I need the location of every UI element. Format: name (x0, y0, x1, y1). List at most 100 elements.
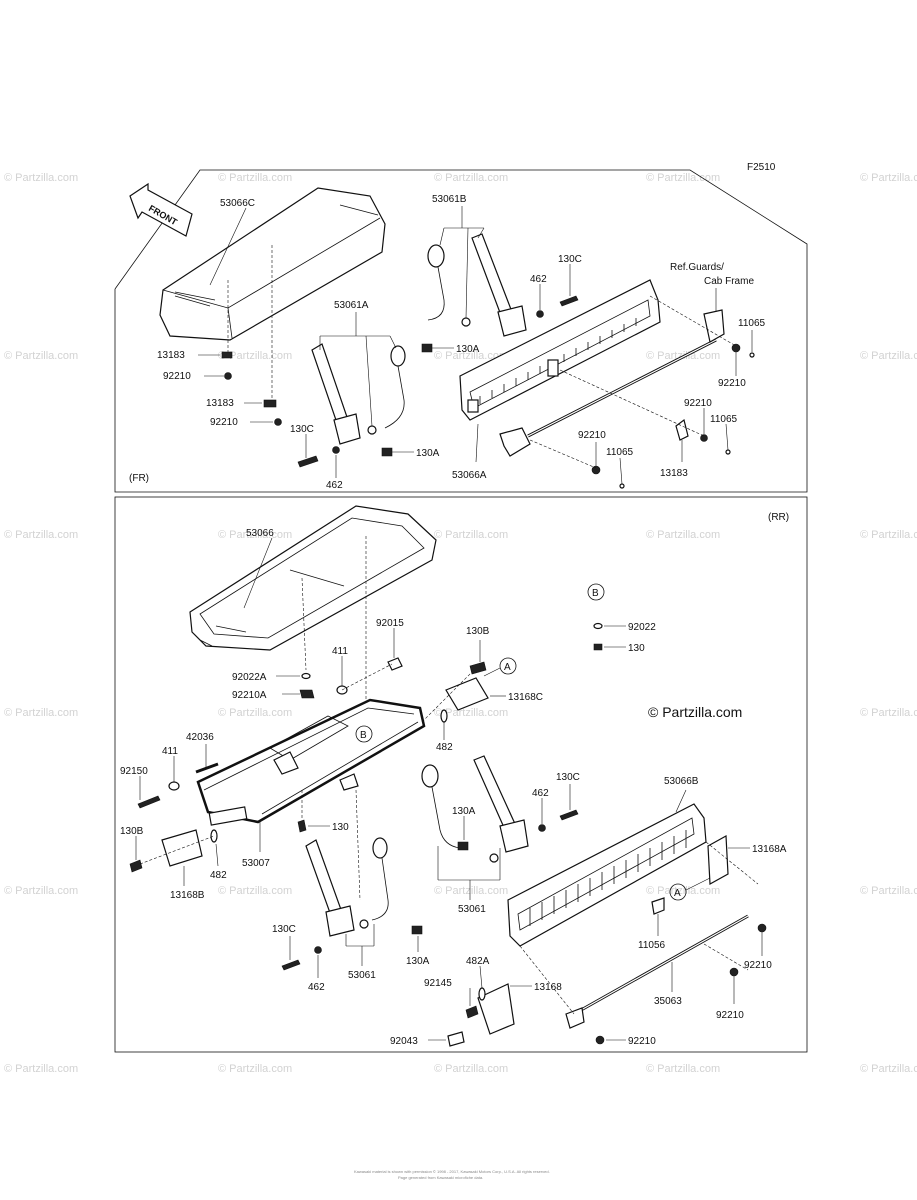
washer-462 (536, 310, 544, 318)
part-label: 130B (120, 826, 144, 837)
bolt-130A (381, 447, 393, 457)
seat-frame (196, 698, 426, 826)
front-seat-cushion (159, 187, 386, 341)
part-label: 92210 (684, 398, 712, 409)
part-label: 92145 (424, 978, 452, 989)
bracket-13168B (161, 829, 203, 867)
front-section-label: (FR) (129, 473, 149, 484)
watermark: © Partzilla.com (646, 885, 720, 897)
washer-462 (314, 946, 322, 954)
seat-belt-53061-lower (305, 837, 389, 937)
part-label: 92043 (390, 1036, 418, 1047)
collar-482 (440, 709, 448, 723)
callout-a: A (504, 662, 511, 673)
part-label: 92015 (376, 618, 404, 629)
rear-backrest-panel (507, 803, 707, 947)
part-label: 92210 (210, 417, 238, 428)
watermark: © Partzilla.com (218, 529, 292, 541)
part-label: 13168B (170, 890, 205, 901)
washer-92022 (593, 622, 603, 630)
part-label: 11065 (710, 414, 738, 425)
part-label: 130A (406, 956, 430, 967)
part-label: 462 (326, 480, 343, 491)
callout-b: B (592, 588, 599, 599)
front-section-frame (114, 169, 808, 493)
part-label: 53066B (664, 776, 699, 787)
part-label: 462 (532, 788, 549, 799)
watermark: © Partzilla.com (218, 172, 292, 184)
part-label: 92150 (120, 766, 148, 777)
watermark: © Partzilla.com (434, 1063, 508, 1075)
part-label: 42036 (186, 732, 214, 743)
copyright-line: Page generated from Kawasaki microfiche … (398, 1175, 483, 1180)
watermark: © Partzilla.com (4, 172, 78, 184)
nut-92210 (757, 923, 767, 933)
bracket-13168C (445, 677, 489, 711)
part-label: 13183 (157, 350, 185, 361)
part-label: 130A (456, 344, 480, 355)
bolt-130A (457, 841, 469, 851)
callout-a-circle (499, 657, 517, 675)
part-label: 130 (332, 822, 349, 833)
clip-11056 (651, 897, 665, 915)
callout-a-circle (669, 883, 687, 901)
watermark: © Partzilla.com (218, 1063, 292, 1075)
part-label: 482A (466, 956, 490, 967)
bolt-92145 (465, 1005, 479, 1019)
part-label: 53007 (242, 858, 270, 869)
part-label: 13183 (206, 398, 234, 409)
part-label: 53061 (458, 904, 486, 915)
pin-42036 (195, 762, 219, 774)
washer-11065 (619, 483, 625, 489)
part-label: 92210 (744, 960, 772, 971)
part-label: 92022A (232, 672, 267, 683)
part-label: 35063 (654, 996, 682, 1007)
part-label: 53061B (432, 194, 467, 205)
part-label: 130B (466, 626, 490, 637)
nut-92210 (224, 372, 232, 380)
clip-13183 (263, 399, 277, 408)
watermark: © Partzilla.com (860, 350, 917, 362)
part-label: 411 (332, 646, 348, 657)
ref-label: Cab Frame (704, 276, 754, 287)
watermark: © Partzilla.com (434, 707, 508, 719)
watermark: © Partzilla.com (4, 885, 78, 897)
part-label: 411 (162, 746, 178, 757)
part-label: 92210 (578, 430, 606, 441)
collar-482 (210, 829, 218, 843)
bracket-13168 (477, 983, 515, 1035)
bolt-130 (297, 819, 307, 833)
watermark: © Partzilla.com (4, 529, 78, 541)
nut-92210 (700, 434, 708, 442)
front-backrest-panel (459, 279, 661, 421)
watermark: © Partzilla.com (860, 885, 917, 897)
part-label: 53066C (220, 198, 255, 209)
collar-482A (478, 987, 486, 1001)
ref-label: Ref.Guards/ (670, 262, 724, 273)
figure-code: F2510 (747, 162, 776, 173)
part-label: 130A (452, 806, 476, 817)
watermark: © Partzilla.com (860, 1063, 917, 1075)
part-label: 13168 (534, 982, 562, 993)
bolt-130 (593, 643, 603, 651)
watermark: © Partzilla.com (860, 172, 917, 184)
watermark: © Partzilla.com (434, 172, 508, 184)
bracket-13168A (707, 835, 729, 885)
watermark: © Partzilla.com (4, 350, 78, 362)
washer-462 (332, 446, 340, 454)
part-label: 92210 (628, 1036, 656, 1047)
watermark: © Partzilla.com (646, 172, 720, 184)
part-label: 13168C (508, 692, 543, 703)
watermark: © Partzilla.com (860, 707, 917, 719)
part-label: 92210 (163, 371, 191, 382)
nut-92210 (595, 1035, 605, 1045)
watermark: © Partzilla.com (218, 350, 292, 362)
bolt-130B (469, 661, 487, 675)
part-label: 130 (628, 643, 645, 654)
nut-92210 (591, 465, 601, 475)
part-label: 53066 (246, 528, 274, 539)
part-label: 13168A (752, 844, 787, 855)
bolt-92150 (137, 795, 161, 809)
rear-section-frame (114, 496, 808, 1053)
